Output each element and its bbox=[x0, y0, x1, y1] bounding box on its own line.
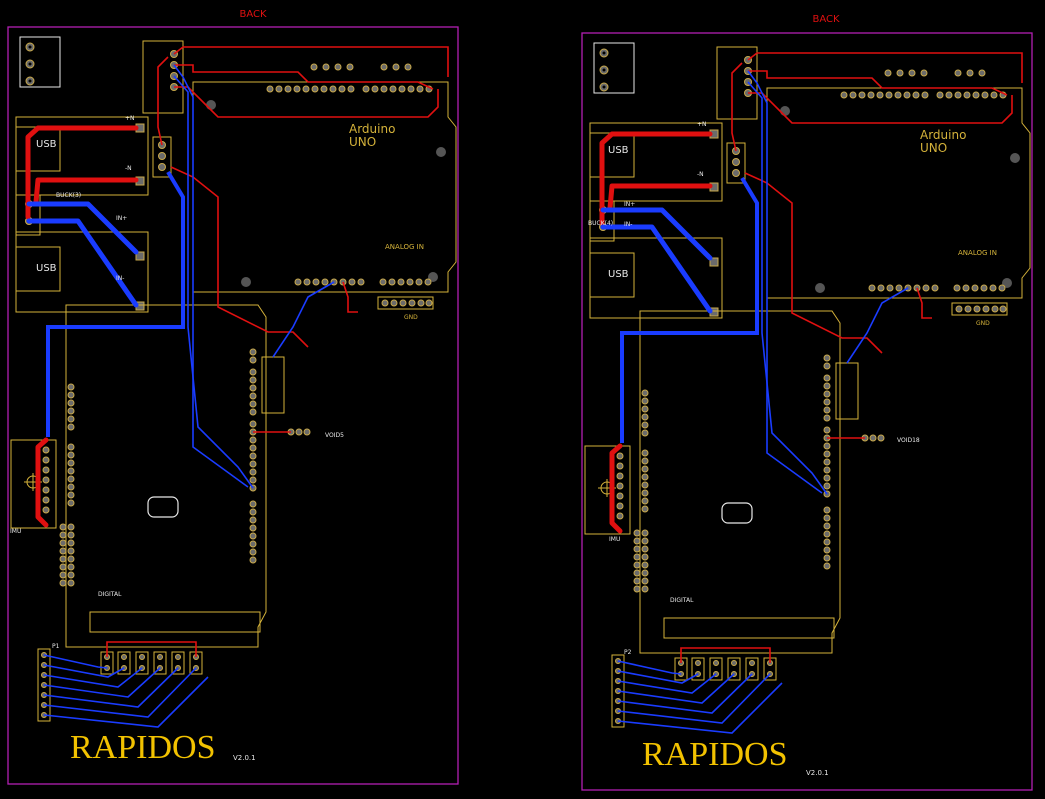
usb-bottom-label: USB bbox=[608, 269, 629, 280]
arduino-title: Arduino bbox=[920, 128, 966, 142]
board-2 bbox=[582, 33, 1032, 790]
void-label: VOID18 bbox=[897, 437, 920, 444]
pos-out-label: +N bbox=[697, 121, 707, 128]
usb-top-label: USB bbox=[36, 139, 57, 150]
version-label: V2.0.1 bbox=[233, 754, 256, 762]
arduino-title: Arduino bbox=[349, 122, 395, 136]
connector-label: P2 bbox=[624, 649, 632, 656]
digital-label: DIGITAL bbox=[98, 591, 122, 598]
usb-bottom-label: USB bbox=[36, 263, 57, 274]
buck-label: BUCK(4) bbox=[588, 220, 613, 227]
neg-out-label: -N bbox=[125, 165, 132, 172]
analog-in-label: ANALOG IN bbox=[958, 249, 997, 257]
buck-vin-pos: IN+ bbox=[116, 215, 127, 222]
connector-label: P1 bbox=[52, 643, 60, 650]
void-label: VOID5 bbox=[325, 432, 344, 439]
pos-out-label: +N bbox=[125, 115, 135, 122]
board-1 bbox=[8, 27, 458, 784]
usb-top-label: USB bbox=[608, 145, 629, 156]
buck-label: BUCK(3) bbox=[56, 192, 81, 199]
board-2-labels: BACK Arduino UNO ANALOG IN GND VOID18 IM… bbox=[588, 14, 997, 777]
board-1-labels: BACK Arduino UNO ANALOG IN GND VOID5 IMU… bbox=[10, 9, 424, 766]
back-label: BACK bbox=[239, 9, 267, 20]
arduino-subtitle: UNO bbox=[349, 135, 376, 149]
analog-in-label: ANALOG IN bbox=[385, 243, 424, 251]
board-title: RAPIDOS bbox=[642, 736, 787, 773]
imu-label: IMU bbox=[10, 528, 21, 535]
neg-out-label: -N bbox=[697, 171, 704, 178]
buck-vin-neg: IN- bbox=[624, 221, 632, 228]
back-label: BACK bbox=[812, 14, 840, 25]
board-title: RAPIDOS bbox=[70, 729, 215, 766]
buck-vin-neg: IN- bbox=[116, 275, 124, 282]
imu-label: IMU bbox=[609, 536, 620, 543]
buck-vin-pos: IN+ bbox=[624, 201, 635, 208]
arduino-subtitle: UNO bbox=[920, 141, 947, 155]
gnd-header-label: GND bbox=[404, 314, 418, 321]
version-label: V2.0.1 bbox=[806, 769, 829, 777]
gnd-header-label: GND bbox=[976, 320, 990, 327]
digital-label: DIGITAL bbox=[670, 597, 694, 604]
